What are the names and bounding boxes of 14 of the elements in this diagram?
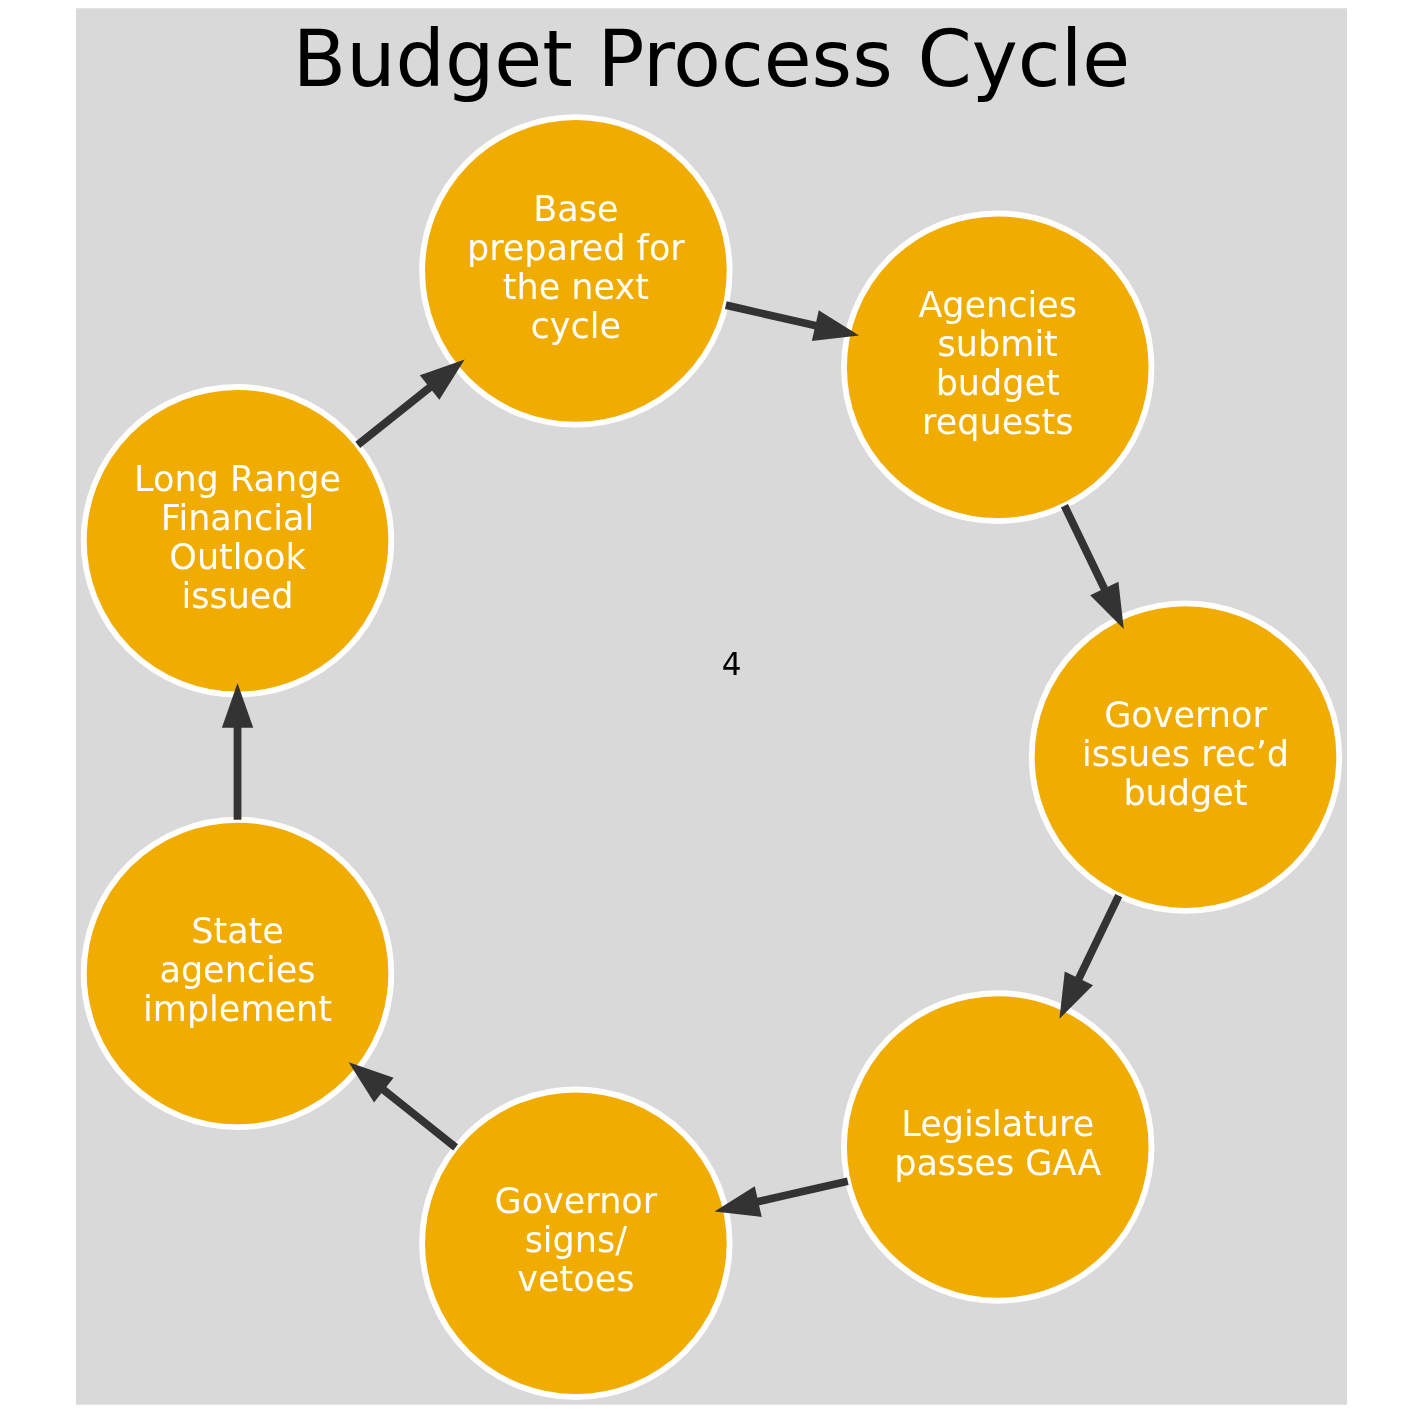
node-circle: Long Range Financial Outlook issued — [80, 384, 394, 698]
arrow — [348, 1062, 458, 1151]
node-circle: Governor signs/ vetoes — [418, 1086, 732, 1400]
arrow — [221, 683, 253, 820]
node-circle: Governor issues rec’d budget — [1028, 600, 1342, 914]
node-circle: Legislature passes GAA — [840, 990, 1154, 1304]
label: 4 — [721, 645, 741, 682]
arrow — [1060, 504, 1124, 629]
arrow — [354, 359, 465, 448]
diagram-title: Budget Process Cycle — [292, 14, 1130, 105]
arrow — [714, 1177, 849, 1217]
node-circle: Agencies submit budget requests — [840, 210, 1154, 524]
arrow — [1058, 893, 1122, 1019]
arrow — [724, 301, 859, 341]
